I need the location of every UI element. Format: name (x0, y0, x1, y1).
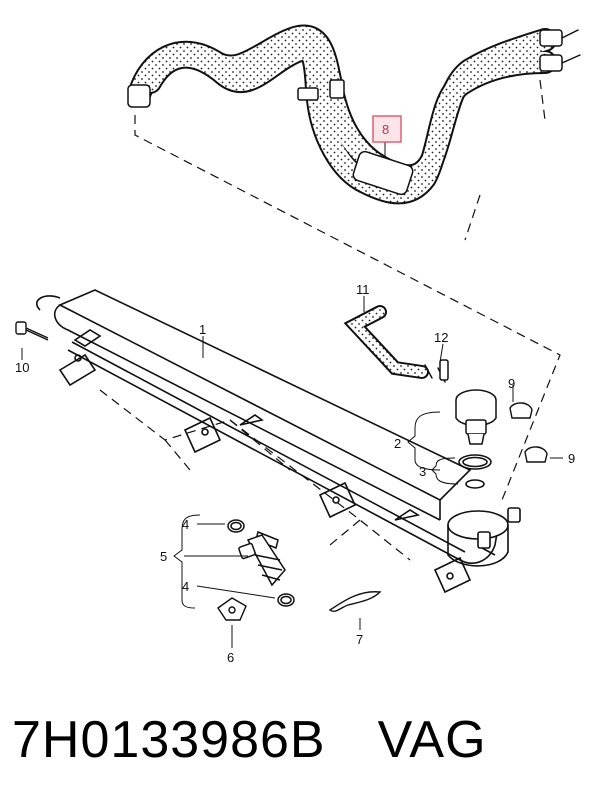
callout-3: 3 (419, 464, 426, 479)
fuel-injector (227, 519, 295, 607)
reference-lines (99, 79, 561, 561)
callout-6: 6 (227, 650, 234, 665)
callout-4-top: 4 (182, 517, 189, 532)
bolt (15, 321, 49, 341)
callout-7: 7 (356, 632, 363, 647)
highlight-box (372, 115, 402, 143)
callout-4-bottom: 4 (182, 579, 189, 594)
o-rings (458, 454, 492, 489)
part-number-footer: 7H0133986B VAG (12, 700, 588, 780)
leader-lines (21, 140, 563, 648)
callout-8: 8 (382, 122, 389, 137)
callout-9-top: 9 (508, 376, 515, 391)
callout-labels: 1 2 3 4 4 5 6 7 8 9 9 10 11 12 (15, 122, 575, 665)
callout-11: 11 (356, 282, 370, 297)
brand-name: VAG (377, 711, 487, 769)
fuel-rail (36, 289, 521, 594)
callout-2: 2 (394, 436, 401, 451)
parts-diagram: 1 2 3 4 4 5 6 7 8 9 9 10 11 12 (15, 24, 581, 665)
vacuum-hose (343, 305, 446, 383)
part-number: 7H0133986B (12, 711, 326, 769)
fuel-hose-assembly (127, 24, 581, 205)
hose-clips (509, 402, 548, 463)
wire-bracket (328, 591, 382, 613)
callout-12: 12 (434, 330, 448, 345)
callout-10: 10 (15, 360, 29, 375)
callout-5: 5 (160, 549, 167, 564)
callout-9-right: 9 (568, 451, 575, 466)
callout-1: 1 (199, 322, 206, 337)
pressure-regulator (439, 359, 497, 445)
retaining-clip (217, 597, 247, 621)
